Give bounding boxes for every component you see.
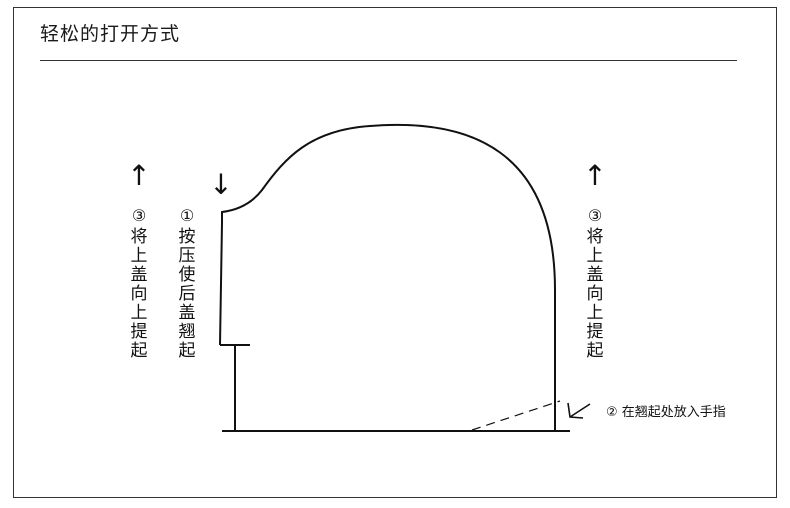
title-divider bbox=[40, 60, 737, 61]
step-text: 将上盖向上提起 bbox=[586, 227, 604, 361]
arrow-down-left-icon bbox=[567, 402, 591, 419]
lift-gap-dashed-line bbox=[471, 400, 561, 431]
step-text: 将上盖向上提起 bbox=[130, 227, 148, 361]
page-title: 轻松的打开方式 bbox=[40, 23, 181, 45]
right-step3-label: ③ 将上盖向上提起 bbox=[585, 206, 605, 361]
left-step3-label: ③ 将上盖向上提起 bbox=[129, 206, 149, 361]
step-number: ③ bbox=[131, 206, 147, 225]
step-number: ③ bbox=[587, 206, 603, 225]
left-step1-label: ① 按压使后盖翘起 bbox=[177, 206, 197, 361]
step-text: 按压使后盖翘起 bbox=[178, 227, 196, 361]
device-body-outline bbox=[219, 123, 556, 431]
step-number: ① bbox=[179, 206, 195, 225]
diagram-frame bbox=[13, 7, 777, 498]
step2-note: ② 在翘起处放入手指 bbox=[606, 405, 726, 420]
arrow-up-icon: ↑ bbox=[583, 159, 607, 192]
arrow-down-icon: ↓ bbox=[209, 168, 233, 201]
arrow-up-icon: ↑ bbox=[127, 159, 151, 192]
